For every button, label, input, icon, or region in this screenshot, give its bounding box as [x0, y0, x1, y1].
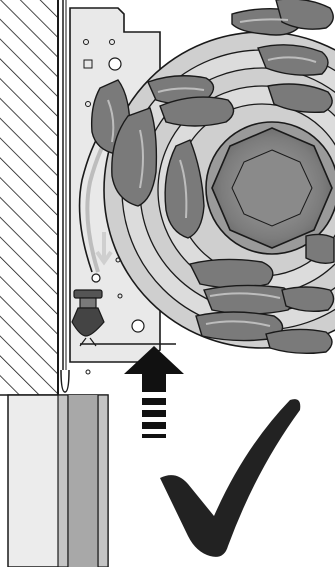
curtain-clip — [204, 285, 293, 314]
wall-hatching — [0, 0, 58, 395]
stopper-pin — [92, 274, 100, 282]
arrow-dash — [142, 410, 166, 417]
plate-hole — [109, 58, 121, 70]
curtain-clip — [190, 259, 273, 288]
wall — [0, 0, 58, 395]
stopper-cap — [74, 290, 102, 298]
rail-hook — [61, 370, 69, 392]
plate-hole — [86, 370, 90, 374]
arrow-dash — [142, 422, 166, 429]
arrow-dash — [142, 398, 166, 405]
curtain-clip — [282, 287, 334, 311]
curtain-clip — [306, 234, 334, 263]
curtain-clip — [266, 329, 332, 353]
arrow-dash — [142, 434, 166, 438]
window-frame — [8, 395, 108, 567]
checkmark-icon — [160, 399, 300, 557]
stopper-neck — [80, 298, 96, 308]
plate-hole — [132, 320, 144, 332]
curtain-clip — [160, 97, 234, 126]
frame-channel — [68, 395, 98, 567]
guide-rail — [61, 0, 69, 392]
